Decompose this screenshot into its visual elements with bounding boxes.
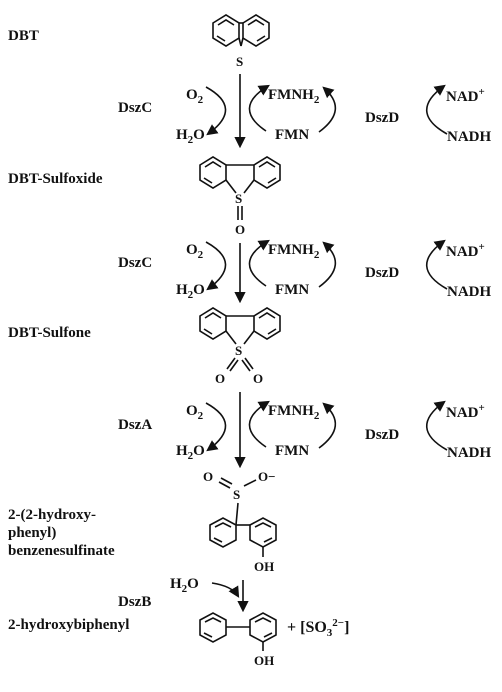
structure-dbt-sulfone: [199, 307, 281, 372]
enzyme-label-1: DszC: [118, 100, 152, 116]
nadh-label-2: NADH: [447, 284, 491, 300]
nadh-label-1: NADH: [447, 129, 491, 145]
structure-dbt: [212, 14, 270, 47]
water-product-1: H2O: [176, 127, 205, 146]
fmn-label-3: FMN: [275, 443, 309, 459]
nadh-label-3: NADH: [447, 445, 491, 461]
structure-2-hydroxybiphenyl: [199, 612, 277, 651]
label-dbt-sulfoxide: DBT-Sulfoxide: [8, 171, 103, 187]
label-hbs-line3: benzenesulfinate: [8, 543, 115, 559]
atom-s-sulfoxide: S: [235, 191, 242, 206]
water-product-2: H2O: [176, 282, 205, 301]
nad-curved-arrow-2: [426, 239, 448, 290]
label-hbs-line1: 2-(2-hydroxy-: [8, 507, 96, 523]
water-reactant-4: H2O: [170, 576, 199, 595]
reaction-step-2: DszC O2 H2O FMNH2 FMN DszD NAD+ NADH: [118, 239, 491, 304]
o2-curved-arrow-3: [205, 402, 227, 452]
reaction-step-3: DszA O2 H2O FMNH2 FMN DszD NAD+ NADH: [118, 392, 491, 469]
water-product-3: H2O: [176, 443, 205, 462]
enzyme-label-3: DszA: [118, 417, 152, 433]
structure-hydroxyphenyl-benzenesulfinate: [209, 477, 277, 557]
enzyme-label-2: DszC: [118, 255, 152, 271]
atom-oh-sulfinate: OH: [254, 559, 274, 574]
reductase-label-1: DszD: [365, 110, 399, 126]
dszd-cycle-arrow-2: [318, 241, 337, 288]
fmn-curved-arrow-1: [248, 84, 270, 132]
fmn-curved-arrow-3: [248, 400, 270, 448]
enzyme-label-4: DszB: [118, 594, 151, 610]
nad-curved-arrow-3: [426, 400, 448, 451]
cosubstrate-3: O2: [186, 403, 204, 422]
o2-curved-arrow-2: [205, 241, 227, 291]
nad-label-1: NAD+: [446, 86, 485, 105]
nad-curved-arrow-1: [426, 84, 448, 135]
fmn-label-2: FMN: [275, 282, 309, 298]
byproduct-sulfite: + [SO32−]: [287, 617, 349, 639]
fmn-curved-arrow-2: [248, 239, 270, 287]
atom-s-sulfone: S: [235, 343, 242, 358]
structure-dbt-sulfoxide: [199, 156, 281, 220]
label-2-hydroxybiphenyl: 2-hydroxybiphenyl: [8, 617, 129, 633]
atom-oh-hydroxybiphenyl: OH: [254, 653, 274, 668]
water-curved-arrow-4: [211, 582, 240, 598]
cosubstrate-1: O2: [186, 87, 204, 106]
reaction-step-4: H2O DszB: [118, 576, 249, 613]
cosubstrate-2: O2: [186, 242, 204, 261]
reaction-step-1: DszC O2 H2O FMNH2 FMN DszD NAD+ NADH: [118, 74, 491, 149]
o2-curved-arrow-1: [205, 86, 227, 136]
fmnh2-label-3: FMNH2: [268, 403, 320, 422]
atom-o-sulfone-right: O: [253, 371, 263, 386]
reductase-label-2: DszD: [365, 265, 399, 281]
nad-label-3: NAD+: [446, 402, 485, 421]
atom-o-sulfoxide: O: [235, 222, 245, 237]
atom-o-sulfone-left: O: [215, 371, 225, 386]
atom-o-sulfinate: O: [203, 469, 213, 484]
fmnh2-label-2: FMNH2: [268, 242, 320, 261]
nad-label-2: NAD+: [446, 241, 485, 260]
atom-o-minus-sulfinate: O−: [258, 469, 276, 484]
label-dbt: DBT: [8, 28, 39, 44]
atom-s-dbt: S: [236, 54, 243, 69]
dszd-cycle-arrow-3: [318, 402, 337, 449]
label-dbt-sulfone: DBT-Sulfone: [8, 325, 91, 341]
label-hbs-line2: phenyl): [8, 525, 56, 541]
atom-s-sulfinate: S: [233, 487, 240, 502]
fmn-label-1: FMN: [275, 127, 309, 143]
dszd-cycle-arrow-1: [318, 86, 337, 133]
reductase-label-3: DszD: [365, 427, 399, 443]
fmnh2-label-1: FMNH2: [268, 87, 320, 106]
